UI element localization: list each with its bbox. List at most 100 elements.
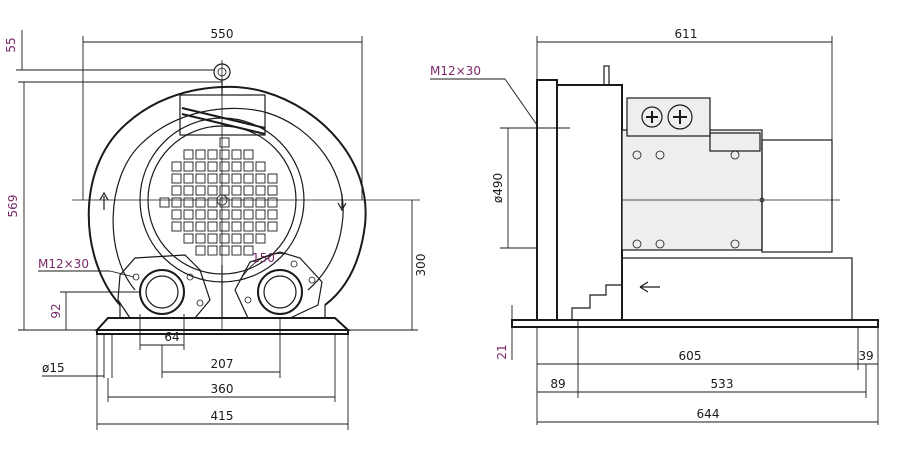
dim-arc-angle	[239, 253, 286, 281]
outlet-port-inner	[263, 275, 297, 309]
dim-text-92: 92	[49, 303, 63, 318]
grille-slot	[183, 233, 194, 244]
rotation-arrow-left	[99, 191, 109, 210]
grille-slot	[231, 149, 242, 160]
grille-slot	[231, 245, 242, 256]
grille-slot	[231, 197, 242, 208]
grille-slot	[255, 221, 266, 232]
grille-slot	[219, 185, 230, 196]
dim-text-550: 550	[211, 27, 234, 41]
grille-slot	[183, 173, 194, 184]
terminal-plus-1-ring	[641, 106, 663, 128]
front-base-plate	[96, 329, 349, 335]
grille-slot	[207, 185, 218, 196]
inlet-port-outer	[139, 269, 185, 315]
grille-slot	[243, 185, 254, 196]
grille-slot	[195, 173, 206, 184]
grille-slot	[207, 221, 218, 232]
front-terminal-strap	[181, 107, 266, 129]
grille-slot	[183, 149, 194, 160]
front-outer-housing	[87, 85, 367, 306]
front-terminal-box	[179, 94, 266, 136]
motor-foot-1	[632, 239, 642, 249]
outlet-bolt-3	[308, 276, 316, 284]
grille-slot	[231, 185, 242, 196]
dim-text-611: 611	[675, 27, 698, 41]
inlet-flange	[117, 254, 211, 319]
grille-slot	[243, 221, 254, 232]
grille-slot	[183, 209, 194, 220]
grille-slot	[195, 161, 206, 172]
terminal-plus-2-ring	[667, 104, 693, 130]
grille-slot	[171, 209, 182, 220]
grille-slot	[243, 233, 254, 244]
grille-slot	[267, 221, 278, 232]
grille-slot	[195, 149, 206, 160]
grille-slot	[207, 197, 218, 208]
outlet-bolt-2	[290, 260, 298, 268]
dim-text-55: 55	[4, 37, 18, 52]
grille-slot	[207, 209, 218, 220]
dim-text-207: 207	[211, 357, 234, 371]
front-base-top	[94, 317, 351, 331]
grille-slot	[171, 185, 182, 196]
dim-text-300: 300	[414, 254, 428, 277]
dim-text-bolt-side: M12×30	[430, 64, 481, 78]
grille-slot	[207, 173, 218, 184]
dim-text-569: 569	[6, 195, 20, 218]
grille-slot	[243, 149, 254, 160]
grille-slot	[243, 161, 254, 172]
side-outlet-steps	[571, 284, 622, 320]
grille-slot	[243, 245, 254, 256]
rotation-arrow-right	[337, 194, 347, 212]
grille-slot	[255, 185, 266, 196]
grille-slot	[219, 209, 230, 220]
grille-slot	[207, 161, 218, 172]
side-fan-cover	[761, 139, 833, 253]
leader-bolt-front-2	[109, 270, 135, 278]
inlet-bolt-3	[196, 299, 204, 307]
grille-slot	[231, 221, 242, 232]
grille-slot	[207, 149, 218, 160]
inlet-port-inner	[145, 275, 179, 309]
grille-slot	[195, 221, 206, 232]
dim-text-bolt-front: M12×30	[38, 257, 89, 271]
grille-slot	[255, 197, 266, 208]
dim-text-angle: 150	[252, 251, 275, 265]
motor-foot-4	[632, 150, 642, 160]
grille-slot	[219, 221, 230, 232]
side-view: 611 M12×30 ø490 21 605 39 89 533 644	[430, 27, 879, 425]
grille-slot	[243, 209, 254, 220]
grille-slot	[231, 161, 242, 172]
dim-text-hole: ø15	[42, 361, 65, 375]
motor-foot-5	[655, 150, 665, 160]
grille-slot	[231, 209, 242, 220]
side-lifting-eye	[603, 65, 610, 86]
dim-text-89: 89	[550, 377, 565, 391]
side-terminal-box	[626, 97, 711, 137]
terminal-plus-1-icon	[646, 111, 658, 123]
grille-slot	[219, 137, 230, 148]
grille-slot	[195, 233, 206, 244]
outlet-bolt-1	[244, 296, 252, 304]
grille-slot	[267, 197, 278, 208]
dim-text-644: 644	[697, 407, 720, 421]
grille-slot	[207, 233, 218, 244]
grille-slot	[195, 185, 206, 196]
dim-text-39: 39	[858, 349, 873, 363]
airflow-arrow-icon	[639, 281, 660, 293]
fan-grille	[159, 137, 278, 256]
grille-slot	[255, 173, 266, 184]
grille-slot	[207, 245, 218, 256]
dim-text-415: 415	[211, 409, 234, 423]
grille-slot	[171, 197, 182, 208]
dim-text-21: 21	[495, 344, 509, 359]
grille-slot	[255, 209, 266, 220]
grille-slot	[195, 197, 206, 208]
front-terminal-strap-2	[181, 113, 266, 135]
motor-foot-2	[655, 239, 665, 249]
dim-text-605: 605	[679, 349, 702, 363]
grille-slot	[255, 161, 266, 172]
front-view: 550 55 569 M12×30 150 300 92 64 207	[4, 27, 428, 430]
motor-foot-3	[730, 239, 740, 249]
